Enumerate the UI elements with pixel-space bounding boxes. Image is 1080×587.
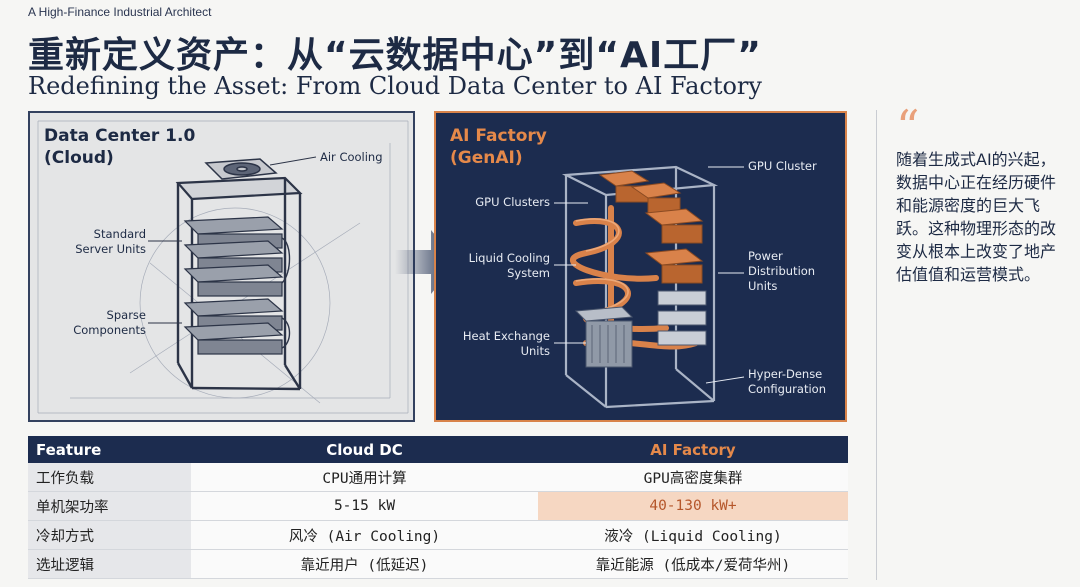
liquid-cooling-label: Liquid Cooling System — [446, 251, 550, 281]
table-header-row: Feature Cloud DC AI Factory — [28, 436, 848, 463]
table-row: 单机架功率 5-15 kW 40-130 kW+ — [28, 491, 848, 521]
sidebar-commentary: 随着生成式AI的兴起，数据中心正在经历硬件和能源密度的巨大飞跃。这种物理形态的改… — [896, 150, 1057, 284]
cloud-dc-title-line1: Data Center 1.0 — [44, 126, 196, 146]
ai-factory-panel: AI Factory (GenAI) GPU Cluster GPU Clust… — [434, 111, 847, 422]
table-row: 冷却方式 风冷 (Air Cooling) 液冷 (Liquid Cooling… — [28, 520, 848, 550]
power-distribution-label-line1: Power — [748, 249, 783, 263]
sidebar-divider — [876, 110, 877, 580]
power-distribution-label: Power Distribution Units — [748, 249, 815, 294]
table-row: 选址逻辑 靠近用户 (低延迟) 靠近能源 (低成本/爱荷华州) — [28, 549, 848, 579]
row-label-rack-power: 单机架功率 — [28, 491, 191, 521]
cloud-rack-power-cell: 5-15 kW — [191, 491, 538, 521]
liquid-cooling-label-line2: System — [507, 266, 550, 280]
ai-workload-cell: GPU高密度集群 — [538, 463, 848, 492]
ai-factory-title-line2: (GenAI) — [450, 148, 523, 168]
ai-rack-illustration — [554, 165, 745, 409]
cloud-dc-panel: Data Center 1.0 (Cloud) Air Cooling Stan… — [28, 111, 415, 422]
sparse-components-label-line2: Components — [73, 323, 146, 337]
ai-rack-power-cell: 40-130 kW+ — [538, 491, 848, 521]
row-label-workload: 工作负载 — [28, 463, 191, 492]
power-distribution-label-line2: Distribution — [748, 264, 816, 278]
heat-exchange-label-line2: Units — [520, 344, 550, 358]
cloud-site-logic-cell: 靠近用户 (低延迟) — [191, 549, 538, 579]
header-feature: Feature — [28, 436, 191, 463]
page-title: 重新定义资产：从“云数据中心”到“AI工厂” — [28, 35, 762, 76]
sparse-components-label: Sparse Components — [50, 308, 146, 338]
gpu-cluster-label: GPU Cluster — [748, 159, 817, 173]
ai-factory-title: AI Factory (GenAI) — [450, 125, 547, 169]
hyper-dense-label-line2: Configuration — [748, 382, 826, 396]
standard-server-label-line1: Standard — [93, 227, 146, 241]
quote-mark-icon: “ — [896, 100, 920, 154]
cloud-dc-title-line2: (Cloud) — [44, 148, 114, 168]
header-cloud-dc: Cloud DC — [191, 436, 538, 463]
comparison-table: Feature Cloud DC AI Factory 工作负载 CPU通用计算… — [28, 436, 848, 579]
hyper-dense-label: Hyper-Dense Configuration — [748, 367, 826, 397]
cloud-rack-illustration — [37, 120, 409, 414]
page-subtitle: Redefining the Asset: From Cloud Data Ce… — [28, 72, 762, 100]
power-distribution-label-line3: Units — [748, 279, 778, 293]
cloud-dc-title: Data Center 1.0 (Cloud) — [44, 125, 195, 169]
sparse-components-label-line1: Sparse — [106, 308, 146, 322]
hyper-dense-label-line1: Hyper-Dense — [748, 367, 823, 381]
standard-server-label-line2: Server Units — [75, 242, 146, 256]
liquid-cooling-label-line1: Liquid Cooling — [468, 251, 550, 265]
heat-exchange-label-line1: Heat Exchange — [462, 329, 550, 343]
ai-cooling-cell: 液冷 (Liquid Cooling) — [538, 520, 848, 550]
gpu-clusters-label: GPU Clusters — [475, 195, 550, 209]
byline: A High-Finance Industrial Architect — [28, 5, 212, 19]
cloud-workload-cell: CPU通用计算 — [191, 463, 538, 492]
row-label-cooling: 冷却方式 — [28, 520, 191, 550]
ai-site-logic-cell: 靠近能源 (低成本/爱荷华州) — [538, 549, 848, 579]
standard-server-label: Standard Server Units — [50, 227, 146, 257]
heat-exchange-label: Heat Exchange Units — [446, 329, 550, 359]
table-row: 工作负载 CPU通用计算 GPU高密度集群 — [28, 463, 848, 492]
row-label-site-logic: 选址逻辑 — [28, 549, 191, 579]
ai-factory-title-line1: AI Factory — [450, 126, 547, 146]
air-cooling-label: Air Cooling — [320, 150, 383, 164]
header-ai-factory: AI Factory — [538, 436, 848, 463]
cloud-cooling-cell: 风冷 (Air Cooling) — [191, 520, 538, 550]
